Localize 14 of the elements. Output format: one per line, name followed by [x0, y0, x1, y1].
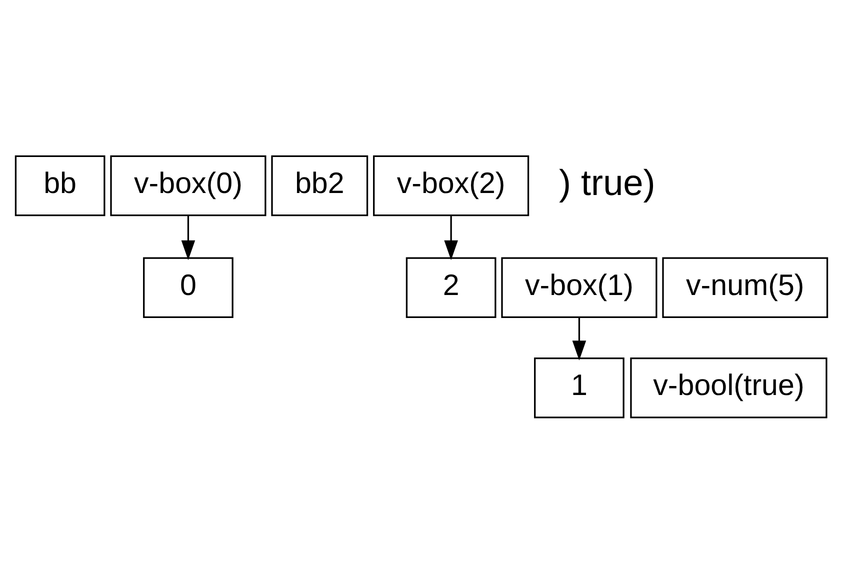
- node-box: v-num(5): [662, 257, 828, 318]
- node-box: v-box(1): [501, 257, 658, 318]
- node-box: 2: [406, 257, 496, 318]
- node-box: v-box(0): [110, 155, 266, 216]
- arrow: [181, 215, 196, 260]
- node-box: v-bool(true): [630, 357, 828, 418]
- node-box: 0: [143, 257, 234, 318]
- node-box: bb2: [271, 155, 368, 216]
- arrow: [444, 215, 458, 260]
- label: ) true): [558, 162, 656, 203]
- node-box: v-box(2): [373, 155, 530, 216]
- node-box: bb: [14, 155, 106, 216]
- node-box: 1: [534, 357, 624, 418]
- arrow: [572, 317, 586, 360]
